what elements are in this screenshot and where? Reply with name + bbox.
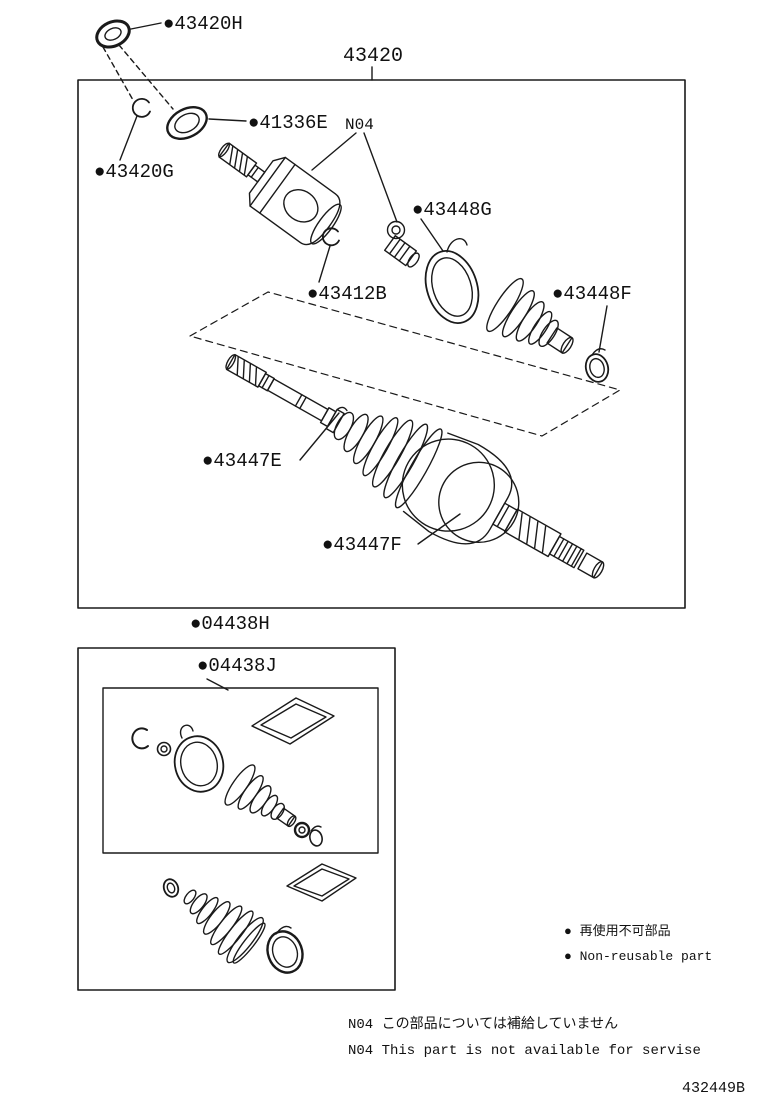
- kit-small-ring-drawing: [156, 741, 172, 757]
- kit-c-clip-drawing: [131, 727, 149, 750]
- inner-cv-joint-drawing: [218, 142, 342, 246]
- bearing-ring-drawing: [166, 105, 247, 141]
- part-label-43447E: ●43447E: [202, 450, 282, 472]
- legend-non-reusable-en: ● Non-reusable part: [564, 949, 713, 964]
- part-label-04438J: ●04438J: [197, 655, 277, 677]
- n04-leader-lines: [311, 132, 398, 223]
- kit-grease-packet-drawing: [251, 697, 335, 745]
- kit-small-clamp-ring-drawing: [293, 821, 311, 839]
- shaft-snap-ring-drawing: [318, 227, 340, 283]
- document-number: 432449B: [682, 1080, 746, 1097]
- leader-43447E: [299, 412, 340, 461]
- boot-clamp-small-drawing: [584, 305, 610, 383]
- part-label-43420H: ●43420H: [163, 13, 243, 35]
- footnote-n04-jp: N04 この部品については補給していません: [348, 1017, 619, 1033]
- part-label-43448G: ●43448G: [412, 199, 492, 221]
- n04-inline-code: N04: [345, 116, 374, 134]
- part-label-43412B: ●43412B: [307, 283, 387, 305]
- kit2-small-ring-drawing: [162, 878, 180, 898]
- main-assembly-box: [77, 79, 686, 609]
- kit-clamp-large-drawing: [173, 724, 225, 793]
- boot-clamp-large-drawing: [420, 218, 480, 324]
- part-label-04438H: ●04438H: [190, 613, 270, 635]
- kit2-boot-drawing: [183, 889, 266, 964]
- exploded-view-plane: [189, 291, 621, 437]
- leader-04438J: [206, 678, 229, 691]
- legend-non-reusable-jp: ● 再使用不可部品: [564, 924, 671, 939]
- boot-kit-box: [77, 647, 396, 991]
- boot-kit-inner-box: [102, 687, 379, 854]
- footnote-n04-en: N04 This part is not available for servi…: [348, 1043, 701, 1059]
- drive-shaft-drawing: [225, 353, 605, 579]
- tripod-spider-drawing: [384, 220, 420, 268]
- kit2-grease-packet-drawing: [286, 863, 357, 902]
- figure-number: 43420: [343, 45, 404, 68]
- part-label-43420G: ●43420G: [94, 161, 174, 183]
- oil-seal-drawing: [95, 19, 174, 110]
- part-label-43448F: ●43448F: [552, 283, 632, 305]
- part-label-43447F: ●43447F: [322, 534, 402, 556]
- leader-43447F: [417, 513, 461, 545]
- kit-tiny-clamp-drawing: [309, 825, 323, 847]
- inner-boot-drawing: [486, 277, 574, 354]
- kit-boot-drawing: [224, 764, 297, 828]
- part-label-41336E: ●41336E: [248, 112, 328, 134]
- kit2-clamp-drawing: [266, 925, 304, 974]
- snap-ring-drawing: [119, 98, 151, 161]
